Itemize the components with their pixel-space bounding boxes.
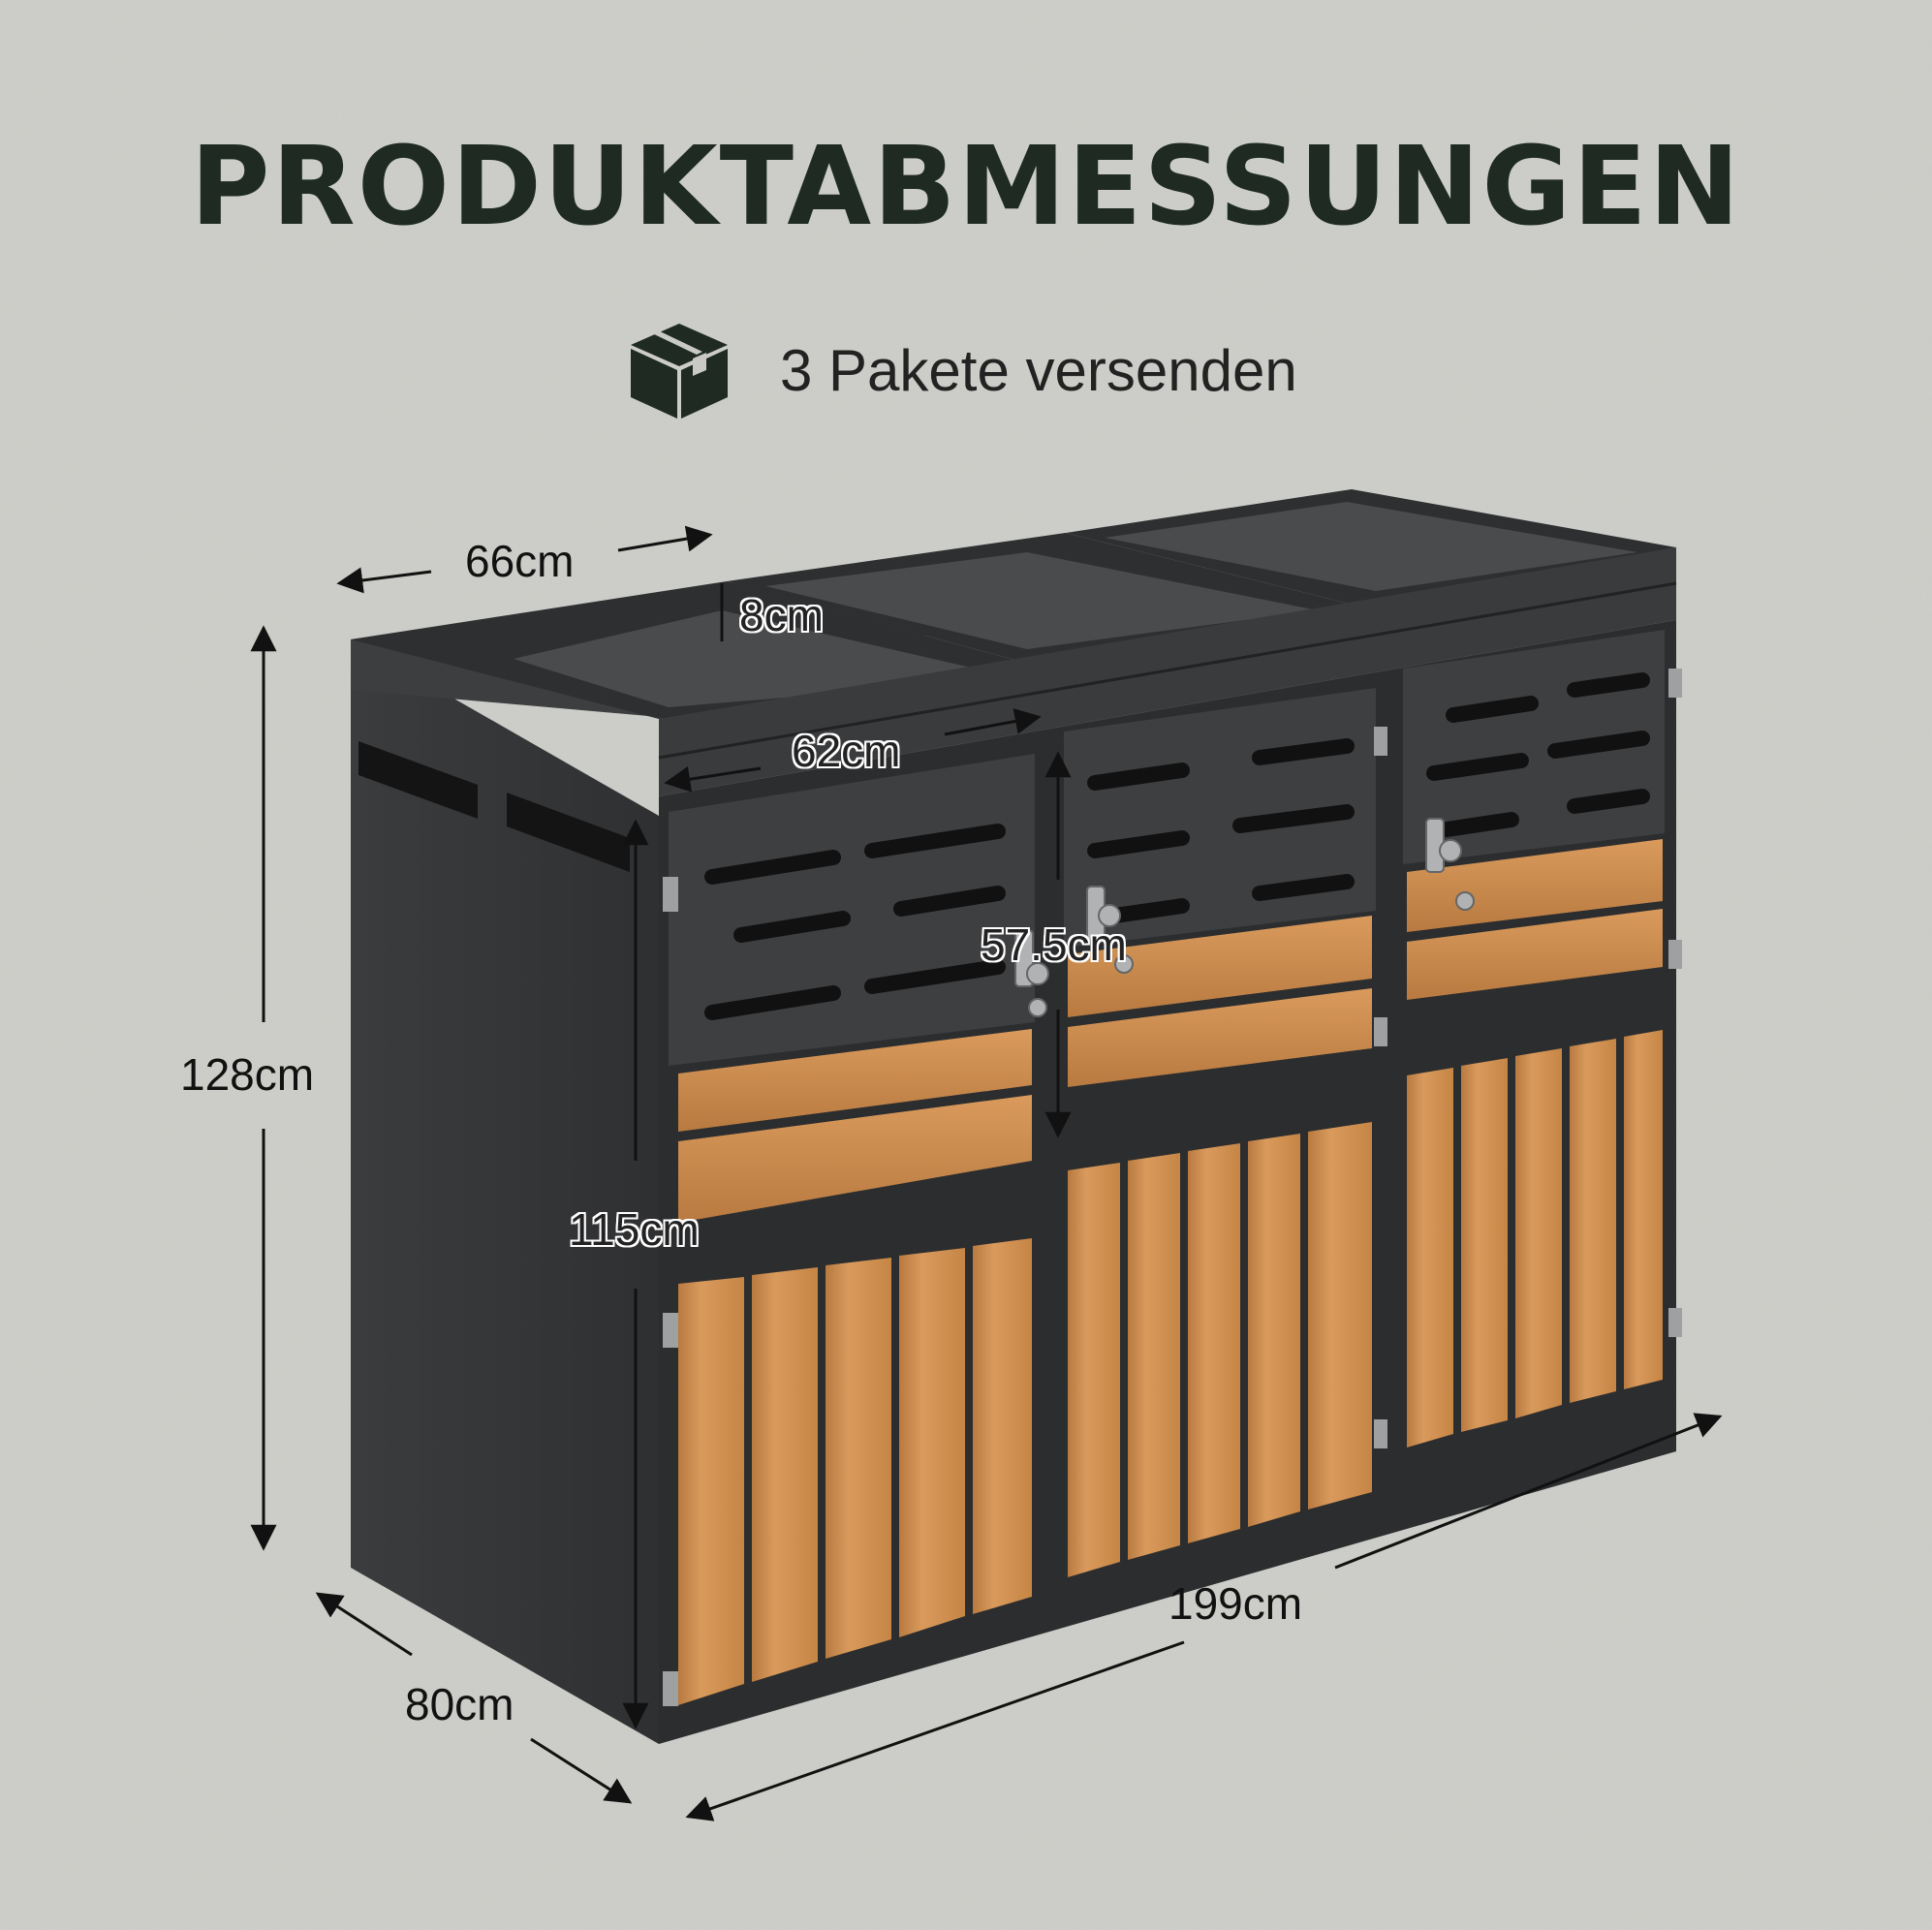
dim-door-width: 62cm — [792, 726, 901, 776]
arrow-66-left — [336, 567, 432, 594]
box-icon — [631, 324, 728, 419]
dimension-arrows — [250, 525, 1723, 1821]
dim-door-top-height: 57.5cm — [981, 919, 1127, 970]
hinges — [663, 669, 1682, 1706]
shipping-label: 3 Pakete versenden — [780, 337, 1297, 403]
arrow-62-right — [944, 708, 1042, 736]
arrow-199-right — [1334, 1413, 1723, 1570]
door-1-top — [669, 754, 1035, 1066]
door-1-slats — [678, 1238, 1032, 1705]
page-title: PRODUKTABMESSUNGEN — [190, 124, 1742, 250]
dim-top-depth: 66cm — [465, 536, 575, 586]
arrow-62-left — [664, 765, 762, 793]
shipping-info: 3 Pakete versenden — [625, 320, 1297, 420]
door-2-slats — [1068, 1122, 1372, 1577]
dim-depth: 80cm — [405, 1679, 514, 1729]
arrow-199-left — [685, 1640, 1185, 1821]
side-panel — [351, 639, 659, 1744]
vent-slots — [704, 672, 1650, 1020]
arrow-80-bottom — [530, 1737, 633, 1804]
arrow-66-right — [617, 525, 713, 552]
dim-total-width: 199cm — [1169, 1578, 1303, 1629]
door-3-slats — [1407, 1030, 1663, 1448]
arrow-80-top — [315, 1592, 413, 1657]
dim-total-height: 128cm — [180, 1049, 315, 1100]
dim-door-height: 115cm — [569, 1204, 700, 1255]
dim-top-rim: 8cm — [739, 590, 824, 640]
lock-handles — [1014, 818, 1475, 1017]
